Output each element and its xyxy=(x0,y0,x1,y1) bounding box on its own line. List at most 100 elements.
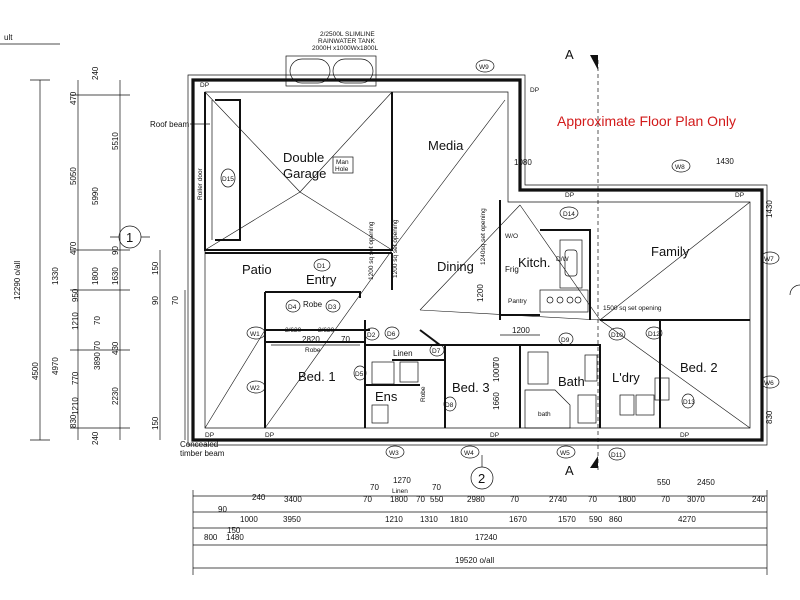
svg-text:470: 470 xyxy=(69,241,78,255)
svg-text:800: 800 xyxy=(204,533,218,542)
svg-text:1430: 1430 xyxy=(716,157,734,166)
door-d7: D7 xyxy=(429,343,445,357)
roof-beam-label: Roof beam xyxy=(150,120,189,129)
door-d15: D15 xyxy=(220,168,236,188)
svg-text:150: 150 xyxy=(227,526,241,535)
svg-text:90: 90 xyxy=(218,505,227,514)
door-d12: D12 xyxy=(645,326,663,340)
interior-dimensions: 2820 70 1200 1200 1660 70 1000 1430 1430… xyxy=(271,157,774,424)
svg-text:2740: 2740 xyxy=(549,495,567,504)
svg-text:1310: 1310 xyxy=(420,515,438,524)
svg-text:70: 70 xyxy=(171,296,180,305)
grid-2-label: 2 xyxy=(478,471,485,486)
room-robe-2: Robe xyxy=(305,347,321,354)
rainwater-tank: 2/2500L SLIMLINE RAINWATER TANK 2000H x1… xyxy=(285,31,379,87)
svg-text:3070: 3070 xyxy=(687,495,705,504)
svg-text:1330: 1330 xyxy=(51,267,60,285)
window-w5: W5 xyxy=(556,445,576,459)
svg-text:1270: 1270 xyxy=(393,476,411,485)
dp-label: DP xyxy=(530,87,539,94)
door-d8: D8 xyxy=(443,396,457,412)
dp-label: DP xyxy=(265,432,274,439)
roller-door-label: Roller door xyxy=(197,167,204,200)
svg-text:550: 550 xyxy=(430,495,444,504)
svg-text:1210: 1210 xyxy=(71,312,80,330)
svg-text:770: 770 xyxy=(71,371,80,385)
svg-text:2230: 2230 xyxy=(111,387,120,405)
svg-text:70: 70 xyxy=(363,495,372,504)
bath-fixtures: bath xyxy=(371,351,670,429)
svg-text:1800: 1800 xyxy=(91,267,100,285)
svg-text:3400: 3400 xyxy=(284,495,302,504)
svg-text:1480: 1480 xyxy=(226,533,244,542)
dp-label: DP xyxy=(490,432,499,439)
svg-text:W4: W4 xyxy=(464,450,474,457)
room-wo: W/O xyxy=(505,233,518,240)
svg-text:W1: W1 xyxy=(250,331,260,338)
roof-lines xyxy=(204,91,751,429)
dp-label: DP xyxy=(680,432,689,439)
dp-label: DP xyxy=(200,82,209,89)
svg-text:70: 70 xyxy=(93,341,102,350)
svg-text:W8: W8 xyxy=(675,164,685,171)
room-family: Family xyxy=(651,244,690,259)
svg-text:1240sq set opening: 1240sq set opening xyxy=(480,208,487,265)
door-d10: D10 xyxy=(608,327,626,341)
window-w2: W2 xyxy=(246,380,266,394)
svg-text:D11: D11 xyxy=(611,452,623,459)
overall-width: 19520 o/all xyxy=(455,556,494,565)
svg-text:70: 70 xyxy=(93,316,102,325)
svg-text:D1: D1 xyxy=(317,263,326,270)
bath-tub-label: bath xyxy=(538,411,551,418)
section-line-a: A A xyxy=(565,47,599,478)
svg-text:5990: 5990 xyxy=(91,187,100,205)
svg-text:W7: W7 xyxy=(764,256,774,263)
door-tags: D15 D14 D1 D4 D3 D2 D6 D7 D5 D8 D9 D10 D… xyxy=(220,168,695,461)
svg-text:2/620: 2/620 xyxy=(285,327,302,334)
svg-text:550: 550 xyxy=(657,478,671,487)
svg-text:W2: W2 xyxy=(250,385,260,392)
svg-text:1200 sq set opening: 1200 sq set opening xyxy=(392,219,399,278)
svg-text:70: 70 xyxy=(416,495,425,504)
svg-text:240: 240 xyxy=(752,495,766,504)
man-hole-label-2: Hole xyxy=(335,166,349,173)
svg-text:2450: 2450 xyxy=(697,478,715,487)
room-bed2: Bed. 2 xyxy=(680,360,718,375)
room-media: Media xyxy=(428,138,464,153)
room-kitchen: Kitch. xyxy=(518,255,551,270)
svg-text:3890: 3890 xyxy=(93,352,102,370)
room-garage-1: Double xyxy=(283,150,324,165)
svg-text:3950: 3950 xyxy=(283,515,301,524)
svg-text:1000: 1000 xyxy=(492,364,501,382)
svg-text:830: 830 xyxy=(765,410,774,424)
window-w9: W9 xyxy=(475,59,495,73)
svg-text:D9: D9 xyxy=(561,337,570,344)
svg-text:1810: 1810 xyxy=(450,515,468,524)
svg-text:830: 830 xyxy=(69,414,78,428)
window-w1: W1 xyxy=(246,326,266,340)
svg-text:5510: 5510 xyxy=(111,132,120,150)
svg-text:470: 470 xyxy=(69,91,78,105)
svg-text:90: 90 xyxy=(111,246,120,255)
bottom-dimension-chains: 70 1270 70 240 3400 70 1800 70 550 2980 … xyxy=(192,476,768,575)
door-d14: D14 xyxy=(559,206,579,220)
room-dw: D/W xyxy=(556,256,570,263)
svg-text:860: 860 xyxy=(609,515,623,524)
tank-label-1: 2/2500L SLIMLINE xyxy=(320,31,375,38)
tank-label-2: RAINWATER TANK xyxy=(318,38,375,45)
room-bed3: Bed. 3 xyxy=(452,380,490,395)
svg-text:70: 70 xyxy=(492,357,501,366)
svg-text:1500 sq set opening: 1500 sq set opening xyxy=(603,305,662,312)
svg-text:W6: W6 xyxy=(764,380,774,387)
door-d5: D5 xyxy=(353,365,367,381)
grid-1-label: 1 xyxy=(126,230,133,245)
kitchen-benches xyxy=(539,239,589,313)
concealed-beam-label-2: timber beam xyxy=(180,449,225,458)
svg-text:D13: D13 xyxy=(683,399,695,406)
svg-text:D4: D4 xyxy=(288,304,297,311)
header-text: ult xyxy=(4,33,13,42)
left-dimension-chains: 240 5990 1800 4500 240 12290 o/all 470 5… xyxy=(13,66,186,445)
svg-text:430: 430 xyxy=(111,341,120,355)
svg-text:1210: 1210 xyxy=(385,515,403,524)
grid-marker-edge xyxy=(789,284,800,296)
